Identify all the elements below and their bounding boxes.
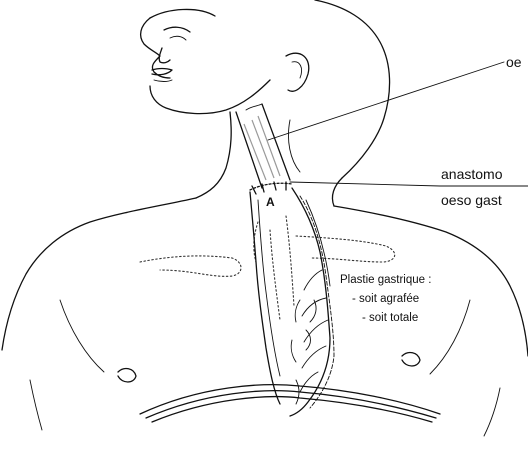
label-plasty-option1: - soit agrafée	[352, 293, 419, 305]
label-anastomosis-line1: anastomo	[441, 166, 503, 182]
clavicles	[140, 222, 395, 276]
marker-a: A	[266, 195, 275, 209]
gastric-plasty	[250, 188, 334, 416]
label-plasty-option2: - soit totale	[362, 312, 418, 324]
anastomosis-marker: A	[250, 182, 292, 209]
head-outline	[141, 0, 390, 178]
torso-outline	[2, 198, 528, 436]
oesophagus	[236, 104, 290, 188]
label-plasty-title: Plastie gastrique :	[340, 274, 431, 286]
label-oesophagus: oe	[506, 54, 522, 70]
neck-outline	[196, 112, 342, 206]
label-anastomosis-line2: oeso gast	[441, 192, 502, 208]
